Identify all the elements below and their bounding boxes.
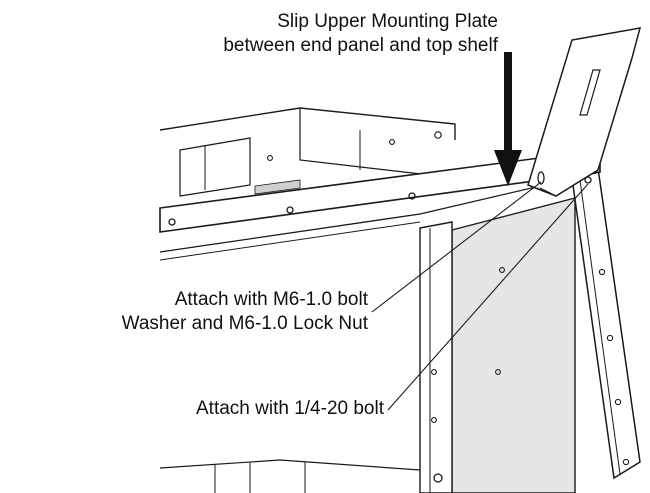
bolt-holes (168, 131, 630, 483)
callout-mounting-plate-line1: Slip Upper Mounting Plate (277, 11, 498, 32)
callout-bolt-nut-line1: Attach with M6-1.0 bolt (174, 289, 368, 310)
bolt-hole-icon (168, 218, 176, 226)
bolt-hole-icon (622, 458, 630, 466)
bolt-hole-icon (431, 369, 437, 375)
bolt-hole-icon (433, 473, 443, 483)
bolt-hole-icon (537, 171, 545, 185)
bolt-hole-icon (598, 268, 606, 276)
shelf-front-rail-lip (159, 213, 421, 253)
bolt-hole-icon (499, 267, 505, 273)
bottom-shelf-rail (159, 459, 421, 471)
mounting-plate-fold (539, 187, 557, 197)
bolt-hole-icon (606, 334, 614, 342)
shelf-hatch (254, 179, 301, 195)
callout-quarter-bolt: Attach with 1/4-20 bolt (0, 397, 384, 421)
callout-mounting-plate-line2: between end panel and top shelf (223, 35, 498, 56)
top-shelf (159, 107, 601, 261)
leader-lines (371, 181, 589, 411)
front-leg (571, 166, 641, 480)
down-arrow-head (494, 150, 522, 186)
front-leg-face (571, 166, 641, 480)
down-arrow-icon (494, 52, 522, 186)
bolt-hole-icon (408, 192, 416, 200)
leader-line-bolt-nut (371, 181, 542, 313)
end-panel-side-frame (419, 221, 453, 493)
bolt-hole-icon (434, 131, 442, 139)
bolt-hole-icon (614, 398, 622, 406)
shelf-back-rail (159, 107, 456, 140)
down-arrow-shaft (504, 52, 512, 157)
mounting-plate-slot (579, 69, 601, 116)
bolt-hole-icon (267, 155, 273, 161)
shelf-divider-mid (299, 108, 431, 176)
bolt-hole-icon (389, 139, 395, 145)
callout-bolt-nut: Attach with M6-1.0 bolt Washer and M6-1.… (0, 288, 368, 336)
shelf-front-rail-lip-2 (159, 221, 421, 261)
bolt-hole-icon (431, 417, 437, 423)
bolt-hole-icon (495, 369, 501, 375)
bolt-hole-icon (584, 176, 592, 184)
leader-line-quarter-bolt (387, 183, 589, 411)
front-leg-edge (579, 179, 621, 475)
upper-mounting-plate (527, 27, 642, 197)
callout-mounting-plate: Slip Upper Mounting Plate between end pa… (0, 10, 498, 58)
shelf-divider-left (179, 137, 251, 197)
end-panel-face (451, 197, 576, 493)
callout-bolt-nut-line2: Washer and M6-1.0 Lock Nut (121, 313, 368, 334)
bolt-hole-icon (286, 206, 294, 214)
bottom-shelf (159, 459, 421, 493)
end-panel (419, 197, 576, 493)
callout-quarter-bolt-line1: Attach with 1/4-20 bolt (196, 398, 384, 419)
